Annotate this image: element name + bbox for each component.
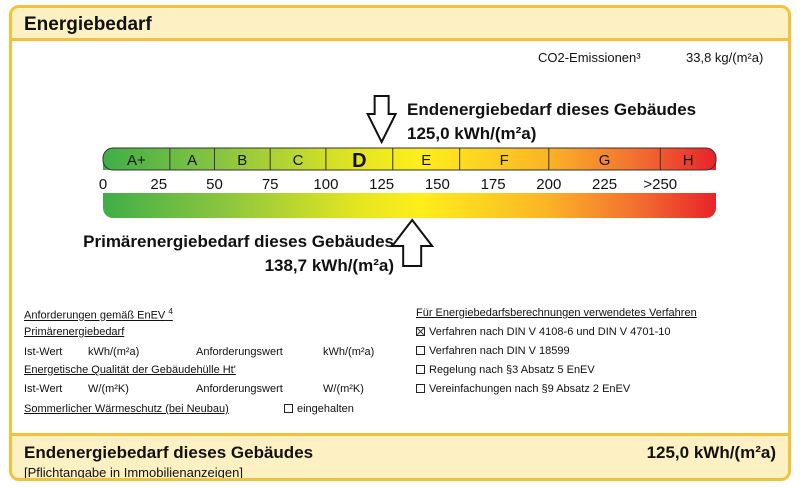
tick-label: 150 [425, 176, 450, 193]
ist-wert-unit: kWh/(m²a) [88, 346, 140, 358]
tick-label: 125 [369, 176, 394, 193]
method-label: Verfahren nach DIN V 18599 [429, 345, 570, 357]
requirements-heading: Anforderungen gemäß EnEV 4 [24, 307, 173, 322]
class-band-outline [102, 147, 717, 171]
primary-energy-caption-text: Primärenergiebedarf dieses Gebäudes [83, 232, 394, 251]
method-checkbox[interactable] [416, 384, 425, 393]
tick-label: 0 [99, 176, 107, 193]
anforderungswert-label: Anforderungswert [196, 346, 283, 358]
class-label-c: C [293, 152, 304, 169]
method-checkbox-checked[interactable] [416, 327, 425, 336]
class-label-d: D [352, 150, 366, 172]
page-title: Energiebedarf [24, 14, 152, 35]
ht-anforderungswert-unit: W/(m²K) [323, 383, 364, 395]
requirements-heading-sup: 4 [168, 307, 173, 316]
footer-bar: Endenergiebedarf dieses Gebäudes 125,0 k… [12, 433, 788, 480]
end-energy-value: 125,0 kWh/(m²a) [407, 124, 537, 143]
class-label-e: E [421, 152, 431, 169]
methods-heading: Für Energiebedarfsberechnungen verwendet… [416, 307, 697, 319]
method-option-par9[interactable]: Vereinfachungen nach §9 Absatz 2 EnEV [416, 383, 630, 395]
footer-note: [Pflichtangabe in Immobilienanzeigen] [24, 465, 243, 480]
summer-checkbox[interactable] [284, 404, 293, 413]
co2-label: CO2-Emissionen³ [538, 50, 641, 65]
method-option-din4108[interactable]: Verfahren nach DIN V 4108-6 und DIN V 47… [416, 326, 671, 338]
class-label-g: G [599, 152, 611, 169]
end-energy-caption-text: Endenergiebedarf dieses Gebäudes [407, 100, 697, 119]
class-label-a: A [187, 152, 197, 169]
class-label-f: F [500, 152, 509, 169]
tick-label: 75 [262, 176, 279, 193]
footer-value: 125,0 kWh/(m²a) [646, 443, 776, 462]
class-label-b: B [237, 152, 247, 169]
end-energy-arrow-icon [366, 95, 398, 145]
primary-energy-caption: Primärenergiebedarf dieses Gebäudes 138,… [12, 230, 394, 278]
method-label: Vereinfachungen nach §9 Absatz 2 EnEV [429, 383, 631, 395]
method-option-par3[interactable]: Regelung nach §3 Absatz 5 EnEV [416, 364, 595, 376]
tick-label: 175 [481, 176, 506, 193]
class-label-aplus: A+ [127, 152, 146, 169]
ht-ist-wert-unit: W/(m²K) [88, 383, 129, 395]
method-checkbox[interactable] [416, 365, 425, 374]
primary-energy-arrow-icon [390, 218, 435, 267]
quality-heading: Energetische Qualität der Gebäudehülle H… [24, 364, 236, 376]
tick-label: 200 [536, 176, 561, 193]
method-label: Verfahren nach DIN V 4108-6 und DIN V 47… [429, 326, 671, 338]
tick-label: 225 [592, 176, 617, 193]
summer-protection-option[interactable]: eingehalten [284, 403, 354, 415]
header-bar: Energiebedarf [12, 8, 788, 41]
tick-label: 50 [206, 176, 223, 193]
primary-energy-heading: Primärenergiebedarf [24, 326, 125, 338]
tick-strip [103, 170, 716, 193]
tick-label: >250 [643, 176, 677, 193]
summer-protection-label: Sommerlicher Wärmeschutz (bei Neubau) [24, 403, 229, 415]
energy-certificate: Energiebedarf CO2-Emissionen³ 33,8 kg/(m… [9, 5, 791, 481]
requirements-heading-text: Anforderungen gemäß EnEV [24, 309, 166, 322]
footer-title: Endenergiebedarf dieses Gebäudes [24, 443, 314, 462]
ht-ist-wert-label: Ist-Wert [24, 383, 63, 395]
tick-label: 25 [150, 176, 167, 193]
ht-anforderungswert-label: Anforderungswert [196, 383, 283, 395]
ist-wert-label: Ist-Wert [24, 346, 63, 358]
summer-option-label: eingehalten [297, 403, 354, 415]
energy-scale: A+ A B C D E F G H 0 25 50 75 100 125 150 175 200 225 >250 [99, 95, 717, 267]
class-label-h: H [683, 152, 694, 169]
tick-label: 100 [313, 176, 338, 193]
primary-energy-value: 138,7 kWh/(m²a) [264, 256, 394, 275]
end-energy-caption: Endenergiebedarf dieses Gebäudes 125,0 k… [407, 98, 696, 146]
anforderungswert-unit: kWh/(m²a) [323, 346, 375, 358]
method-option-din18599[interactable]: Verfahren nach DIN V 18599 [416, 345, 570, 357]
co2-value: 33,8 kg/(m²a) [686, 50, 764, 65]
method-checkbox[interactable] [416, 346, 425, 355]
method-label: Regelung nach §3 Absatz 5 EnEV [429, 364, 595, 376]
